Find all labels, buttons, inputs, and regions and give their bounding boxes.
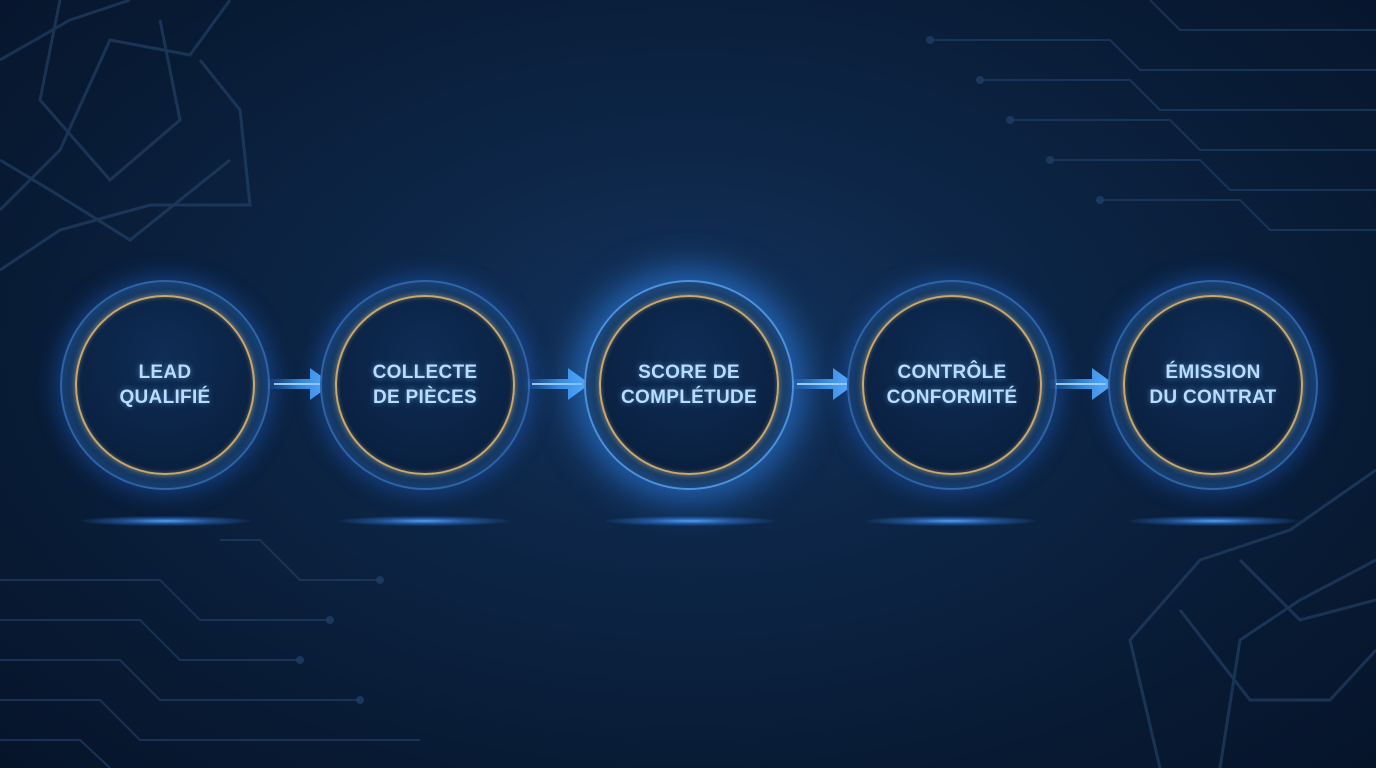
- arrow-right-icon: [266, 368, 332, 400]
- step-label-wrap: COLLECTE DE PIÈCES: [338, 298, 512, 472]
- step-label-wrap: ÉMISSION DU CONTRAT: [1126, 298, 1300, 472]
- step-label: ÉMISSION DU CONTRAT: [1149, 362, 1277, 408]
- arrow-right-icon: [524, 368, 590, 400]
- step-label-wrap: SCORE DE COMPLÉTUDE: [602, 298, 776, 472]
- step-lead-qualifie: LEAD QUALIFIÉ: [60, 280, 270, 490]
- step-collecte-de-pieces: COLLECTE DE PIÈCES: [320, 280, 530, 490]
- step-gold-ring: [335, 295, 515, 475]
- step-gold-ring: [1123, 295, 1303, 475]
- arrow-right-icon: [789, 368, 855, 400]
- step-emission-du-contrat: ÉMISSION DU CONTRAT: [1108, 280, 1318, 490]
- step-label: CONTRÔLE CONFORMITÉ: [886, 362, 1018, 408]
- step-label-wrap: CONTRÔLE CONFORMITÉ: [865, 298, 1039, 472]
- step-glow-5: [1129, 516, 1299, 526]
- step-controle-conformite: CONTRÔLE CONFORMITÉ: [847, 280, 1057, 490]
- step-label: LEAD QUALIFIÉ: [119, 362, 211, 408]
- step-gold-ring: [599, 295, 779, 475]
- step-gold-ring: [862, 295, 1042, 475]
- step-label-wrap: LEAD QUALIFIÉ: [78, 298, 252, 472]
- step-glow-2: [339, 516, 509, 526]
- step-label: SCORE DE COMPLÉTUDE: [621, 362, 757, 408]
- step-glow-3: [605, 516, 775, 526]
- step-label: COLLECTE DE PIÈCES: [372, 362, 478, 408]
- step-score-de-completude: SCORE DE COMPLÉTUDE: [584, 280, 794, 490]
- step-glow-4: [866, 516, 1036, 526]
- step-gold-ring: [75, 295, 255, 475]
- step-glow-1: [81, 516, 251, 526]
- arrow-right-icon: [1048, 368, 1114, 400]
